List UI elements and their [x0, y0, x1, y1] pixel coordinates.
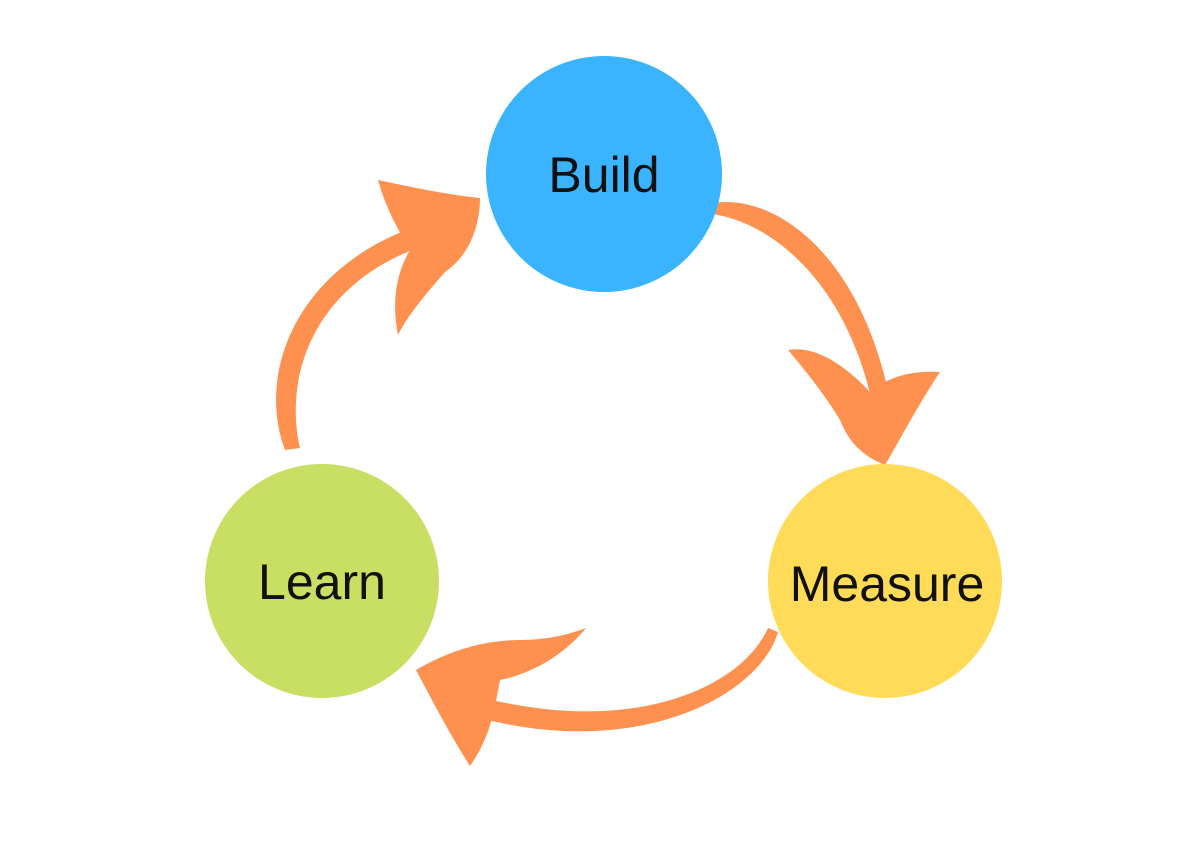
arrow-learn-to-build — [276, 180, 480, 450]
arrow-learn-to-build-head — [378, 180, 480, 335]
build-node: Build — [486, 56, 722, 292]
measure-label: Measure — [790, 556, 985, 612]
arrow-build-to-measure-head — [788, 349, 940, 465]
measure-node: Measure — [768, 464, 1002, 698]
arrow-measure-to-learn-head — [416, 628, 586, 766]
build-label: Build — [548, 147, 659, 203]
arrow-build-to-measure — [708, 202, 940, 465]
arrow-measure-to-learn-shaft — [480, 628, 778, 732]
learn-circle — [205, 464, 439, 698]
build-circle — [486, 56, 722, 292]
arrow-build-to-measure-shaft — [708, 202, 890, 402]
learn-label: Learn — [258, 554, 386, 610]
learn-node: Learn — [205, 464, 439, 698]
measure-circle — [768, 464, 1002, 698]
arrow-measure-to-learn — [416, 628, 778, 766]
